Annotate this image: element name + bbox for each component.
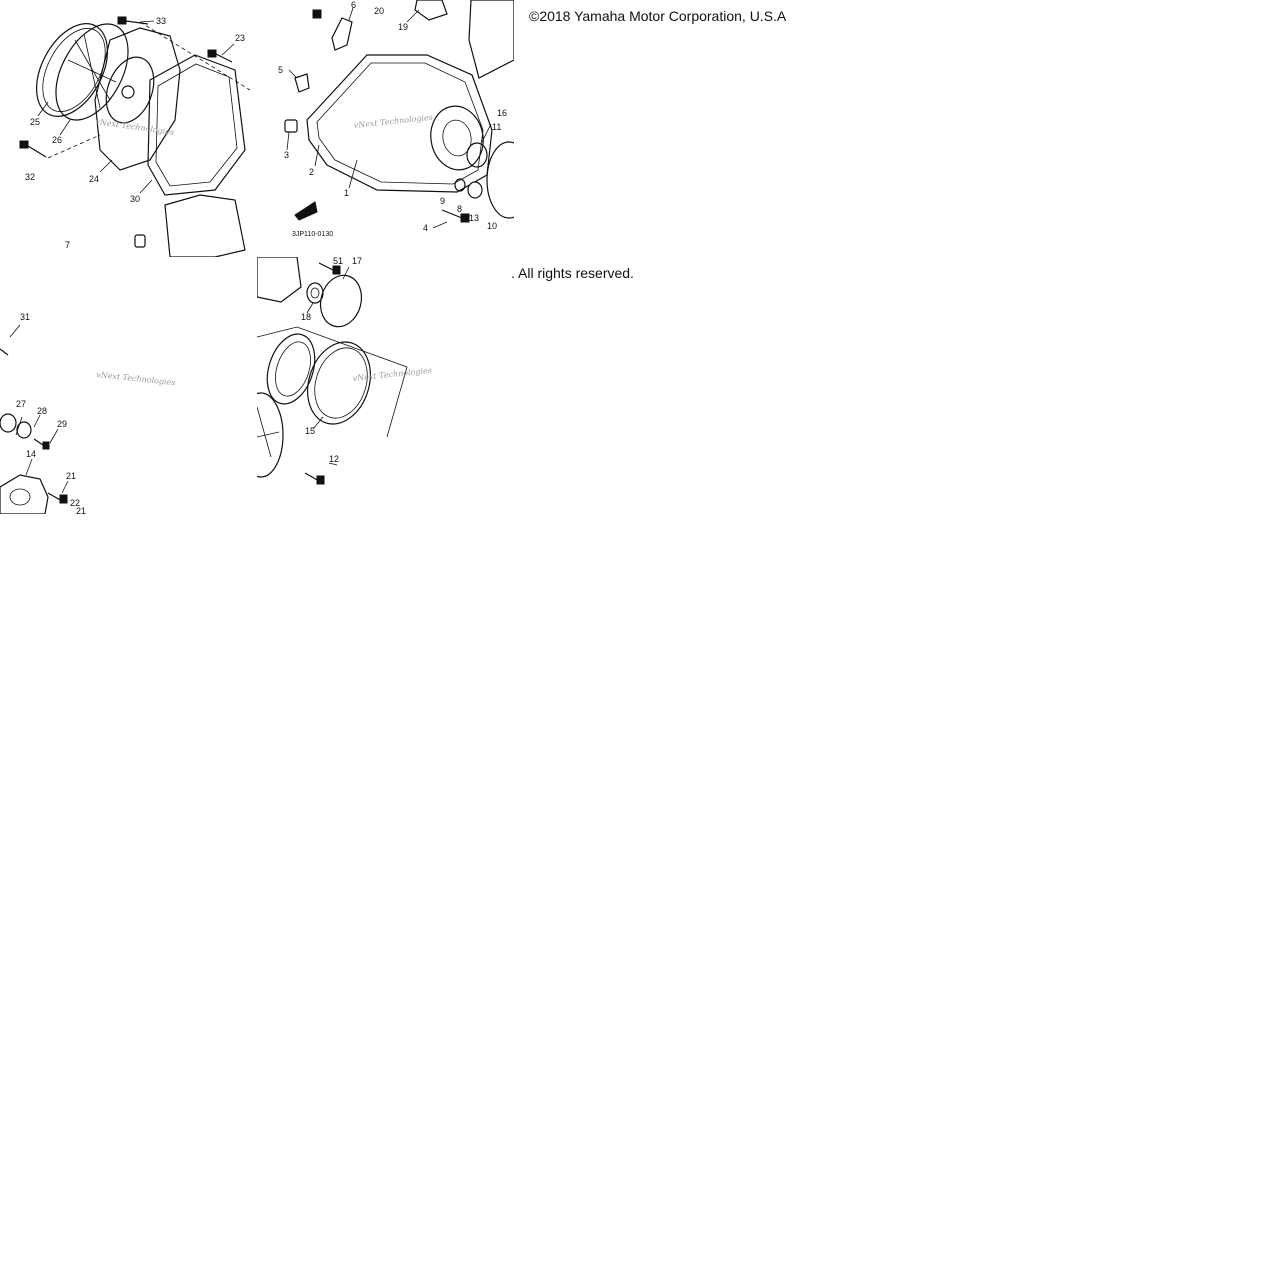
watermark: vNext Technologies xyxy=(96,370,176,387)
dowel-pin xyxy=(134,234,146,248)
seal-8 xyxy=(467,181,483,199)
spoked-cover xyxy=(55,23,129,121)
clip-5 xyxy=(294,73,310,93)
callout-21: 21 xyxy=(66,471,76,481)
plug-3 xyxy=(284,119,298,133)
callout-7: 7 xyxy=(65,240,70,250)
washer-28 xyxy=(16,421,32,439)
cover-14 xyxy=(0,474,49,514)
callout-6: 6 xyxy=(351,0,356,10)
callout-12: 12 xyxy=(329,454,339,464)
diagram-tile-crankcase-left: 33 23 25 26 24 32 30 7 vNext Technologie… xyxy=(0,0,257,257)
front-arrow-icon xyxy=(294,201,318,221)
callout-5: 5 xyxy=(278,65,283,75)
o-ring-11 xyxy=(466,142,488,168)
callout-20: 20 xyxy=(374,6,384,16)
bushing-27 xyxy=(0,413,17,433)
callout-17: 17 xyxy=(352,257,362,266)
cover-body-inner xyxy=(316,62,484,185)
callout-2: 2 xyxy=(309,167,314,177)
cover-bore xyxy=(430,105,484,171)
callout-9: 9 xyxy=(440,196,445,206)
diagram-tile-crankcase-right: 6 20 19 5 16 11 3 2 1 9 8 13 10 4 3JP110… xyxy=(257,0,514,257)
cover-plate-10 xyxy=(486,141,514,219)
callout-28: 28 xyxy=(37,406,47,416)
bolt-23 xyxy=(207,49,233,63)
callout-15: 15 xyxy=(305,426,315,436)
spoke xyxy=(74,39,111,101)
callout-32: 32 xyxy=(25,172,35,182)
bolt-top xyxy=(312,9,322,19)
washer-9 xyxy=(454,178,466,192)
callout-24: 24 xyxy=(89,174,99,184)
callout-23: 23 xyxy=(235,33,245,43)
cover-fragment xyxy=(257,257,302,303)
cover-housing xyxy=(94,27,181,171)
cover-bore-inner xyxy=(442,119,472,157)
callout-8: 8 xyxy=(457,204,462,214)
lower-left-drawing: 31 27 28 29 14 21 22 21 vNext Technologi… xyxy=(0,312,176,514)
callout-33: 33 xyxy=(156,16,166,26)
callout-14: 14 xyxy=(26,449,36,459)
callout-30: 30 xyxy=(130,194,140,204)
crankcase-left-drawing: 33 23 25 26 24 32 30 7 vNext Technologie… xyxy=(19,16,251,257)
watermark: vNext Technologies xyxy=(95,117,175,137)
bolt-32 xyxy=(19,140,47,158)
callout-18: 18 xyxy=(301,312,311,322)
callout-26: 26 xyxy=(52,135,62,145)
callout-29: 29 xyxy=(57,419,67,429)
watermark: vNext Technologies xyxy=(352,366,432,383)
callout-31: 31 xyxy=(20,312,30,322)
diagram-tile-clutch-cover: 51 17 18 15 12 vNext Technologies xyxy=(257,257,514,514)
gasket-plate-inner xyxy=(155,63,238,187)
bolt-4-head xyxy=(460,213,470,223)
spoked-wheel xyxy=(257,392,284,478)
watermark: vNext Technologies xyxy=(353,113,433,130)
gasket-plate xyxy=(147,54,246,196)
snap-ring-17 xyxy=(319,274,363,328)
bolt-33 xyxy=(117,16,149,25)
bolt-4-shank xyxy=(441,209,463,219)
copyright-line-1: ©2018 Yamaha Motor Corporation, U.S.A xyxy=(529,8,787,24)
callout-22: 22 xyxy=(70,498,80,508)
housing-hub xyxy=(121,85,135,99)
gasket-ring xyxy=(36,23,108,117)
lower-gasket xyxy=(164,194,246,257)
callout-10: 10 xyxy=(487,221,497,231)
callout-13: 13 xyxy=(469,213,479,223)
housing-bore xyxy=(105,56,155,124)
clutch-cover-drawing: 51 17 18 15 12 vNext Technologies xyxy=(257,257,432,485)
callout-19: 19 xyxy=(398,22,408,32)
callout-1: 1 xyxy=(344,188,349,198)
bracket-6 xyxy=(331,17,353,51)
callout-25: 25 xyxy=(30,117,40,127)
callout-51: 51 xyxy=(333,257,343,266)
plate-16-edge xyxy=(468,0,514,79)
spoke xyxy=(83,33,101,109)
crankcase-right-drawing: 6 20 19 5 16 11 3 2 1 9 8 13 10 4 3JP110… xyxy=(278,0,514,238)
callout-11: 11 xyxy=(492,122,501,132)
gasket-ring xyxy=(266,333,316,405)
callout-4: 4 xyxy=(423,223,428,233)
callout-3: 3 xyxy=(284,150,289,160)
copyright-line-2: . All rights reserved. xyxy=(511,265,634,281)
gasket-ring-inner xyxy=(42,28,106,112)
outline-box xyxy=(257,326,408,438)
diagram-code: 3JP110-0130 xyxy=(292,231,333,238)
cover-15 xyxy=(307,341,371,425)
callout-27: 27 xyxy=(16,399,26,409)
diagram-tile-lower-left: 31 27 28 29 14 21 22 21 vNext Technologi… xyxy=(0,257,257,514)
plate-19 xyxy=(414,0,448,21)
callout-21b: 21 xyxy=(76,506,86,514)
callout-16: 16 xyxy=(497,108,507,118)
